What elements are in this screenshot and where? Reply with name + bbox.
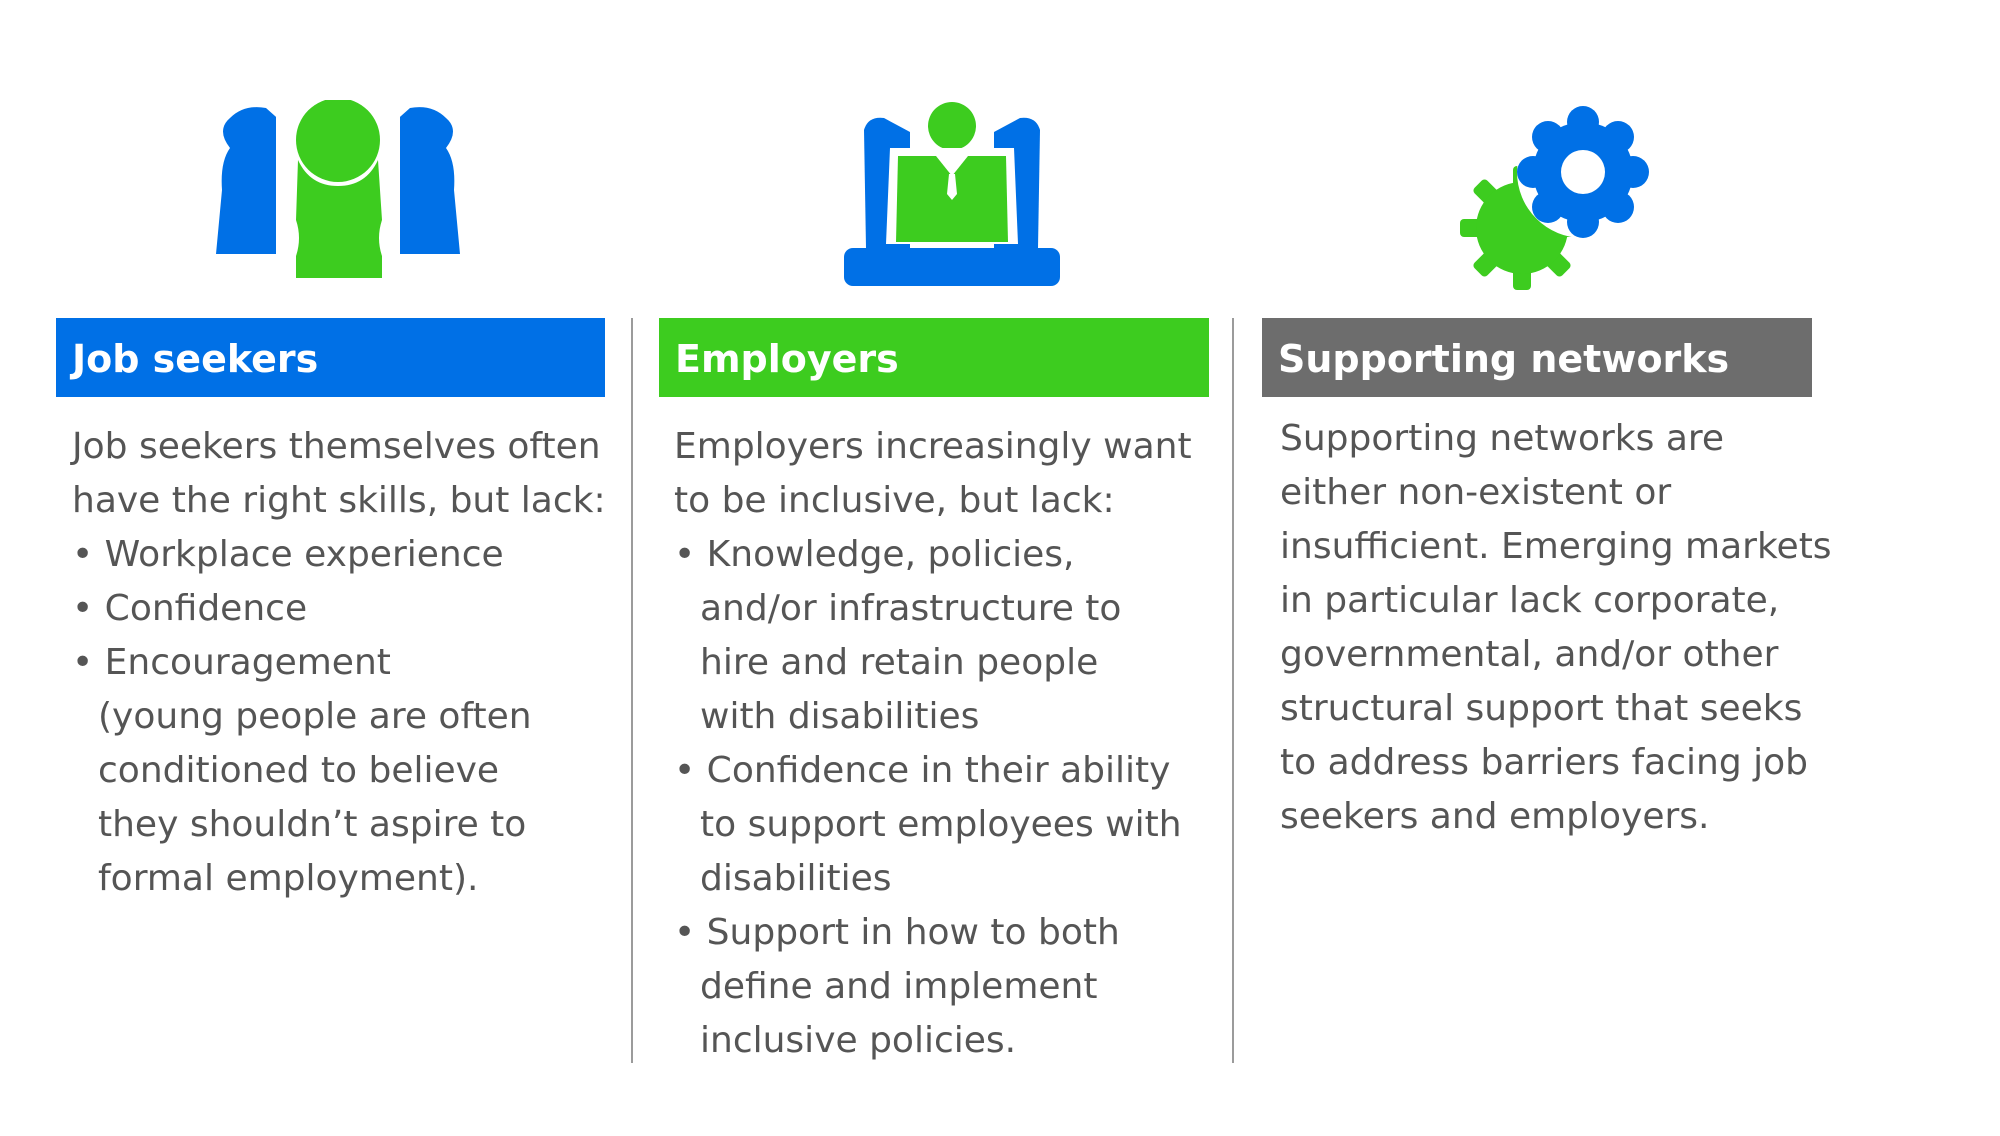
intro-line: to be inclusive, but lack: (674, 480, 1115, 521)
gears-icon (1460, 104, 1650, 290)
employers-header: Employers (659, 318, 1209, 397)
body-line: to address barriers facing job (1280, 742, 1809, 783)
job-seekers-header: Job seekers (56, 318, 605, 397)
list-item: • Support in how to both define and impl… (674, 912, 1120, 1061)
body-line: Supporting networks are (1280, 418, 1725, 459)
employers-body: Employers increasingly want to be inclus… (674, 420, 1192, 1068)
body-line: seekers and employers. (1280, 796, 1710, 837)
job-seekers-lacks-list: • Workplace experience • Confidence • En… (72, 528, 606, 906)
body-line: either non-existent or (1280, 472, 1672, 513)
employers-lacks-list: • Knowledge, policies, and/or infrastruc… (674, 528, 1192, 1068)
column-divider-1 (631, 318, 633, 1063)
body-line: governmental, and/or other (1280, 634, 1779, 675)
people-group-icon (216, 100, 460, 278)
list-item: • Workplace experience (72, 534, 504, 575)
list-item: • Encouragement (young people are often … (72, 642, 532, 899)
supporting-networks-body: Supporting networks are either non-exist… (1280, 412, 1832, 844)
intro-line: have the right skills, but lack: (72, 480, 606, 521)
intro-line: Employers increasingly want (674, 426, 1192, 467)
body-line: insufficient. Emerging markets (1280, 526, 1832, 567)
list-item: • Confidence (72, 588, 308, 629)
employer-at-desk-icon (844, 102, 1060, 286)
job-seekers-body: Job seekers themselves often have the ri… (72, 420, 606, 906)
list-item: • Knowledge, policies, and/or infrastruc… (674, 534, 1122, 737)
column-divider-2 (1232, 318, 1234, 1063)
body-line: in particular lack corporate, (1280, 580, 1780, 621)
intro-line: Job seekers themselves often (72, 426, 601, 467)
list-item: • Confidence in their ability to support… (674, 750, 1182, 899)
supporting-networks-header: Supporting networks (1262, 318, 1812, 397)
body-line: structural support that seeks (1280, 688, 1803, 729)
